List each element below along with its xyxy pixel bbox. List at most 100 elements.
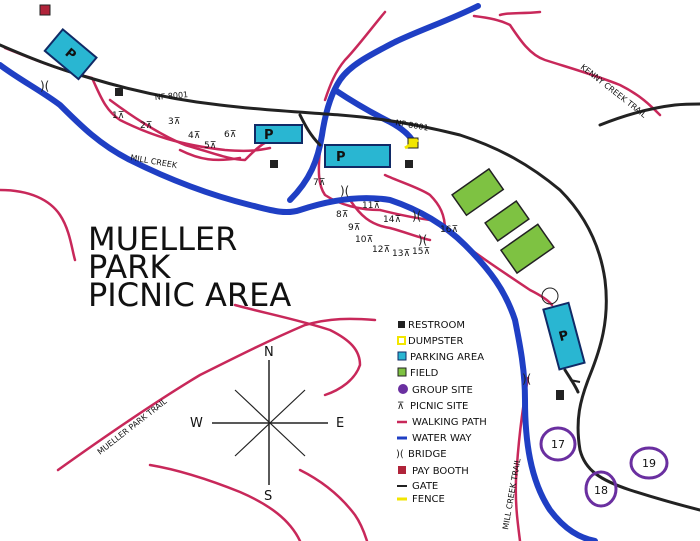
picnic-site-14: 14⊼	[383, 215, 401, 225]
legend-field-label: FIELD	[410, 368, 439, 379]
legend-restroom-label: RESTROOM	[408, 320, 465, 331]
group-site-17	[539, 426, 577, 462]
group-site-18	[584, 470, 618, 508]
field-1	[451, 167, 505, 217]
fence-icon	[404, 138, 419, 150]
picnic-site-11: 11⊼	[362, 201, 380, 211]
legend-parking-icon	[397, 351, 407, 361]
road-spur-north	[598, 102, 700, 127]
legend-picnic-icon: ⊼	[397, 401, 404, 412]
path-picnic-middle-3	[383, 173, 447, 232]
group-sites: 17 18 19	[539, 426, 669, 508]
picnic-site-2: 2⊼	[140, 121, 152, 131]
gate-icon	[569, 379, 581, 383]
bridge-icon: )(	[40, 79, 49, 93]
map-title: MUELLER PARK PICNIC AREA	[88, 220, 291, 314]
legend: RESTROOM DUMPSTER PARKING AREA FIELD GRO…	[396, 320, 487, 505]
compass-w: W	[190, 416, 203, 431]
compass-n: N	[264, 345, 274, 360]
restroom-icon	[405, 160, 413, 168]
legend-field-icon	[397, 367, 407, 377]
legend-picnic-label: PICNIC SITE	[410, 401, 468, 412]
picnic-site-1: 1⊼	[112, 111, 124, 121]
path-picnic-middle-2	[348, 198, 432, 242]
legend-group-site-icon	[398, 384, 408, 394]
picnic-site-8: 8⊼	[336, 210, 348, 220]
legend-group-site-label: GROUP SITE	[412, 385, 473, 396]
picnic-site-10: 10⊼	[355, 235, 373, 245]
field-3	[499, 223, 555, 275]
restroom-icon	[270, 160, 278, 168]
svg-text:P: P	[336, 150, 346, 165]
compass-e: E	[336, 416, 344, 431]
road-main	[0, 43, 700, 512]
svg-text:P: P	[264, 128, 274, 143]
restroom-icon	[115, 88, 123, 96]
legend-gate-label: GATE	[412, 481, 438, 492]
compass-s: S	[264, 489, 272, 504]
pay-booth-icon	[39, 4, 51, 16]
legend-pay-booth-icon	[398, 466, 406, 474]
legend-pay-booth-label: PAY BOOTH	[412, 466, 469, 477]
legend-restroom-icon	[398, 321, 405, 328]
group-site-19	[629, 446, 669, 480]
picnic-site-3: 3⊼	[168, 117, 180, 127]
compass-rose: N S E W	[190, 345, 344, 504]
trail-kenny-upper	[498, 10, 542, 17]
restroom-icon	[556, 390, 564, 400]
title-line-2: PARK	[88, 248, 171, 286]
trail-north-middle	[323, 10, 387, 102]
title-line-3: PICNIC AREA	[88, 276, 291, 314]
bridge-icon: )(	[418, 233, 427, 247]
mueller-trail-label: MUELLER PARK TRAIL	[96, 397, 169, 457]
legend-water-way-label: WATER WAY	[412, 433, 472, 444]
creek-north-branch	[287, 3, 481, 203]
picnic-site-4: 4⊼	[188, 131, 200, 141]
field-2	[484, 200, 530, 242]
parking-lot-4: P	[542, 301, 586, 371]
picnic-site-7: 7⊼	[313, 178, 325, 188]
trail-mueller-park	[56, 317, 377, 472]
amenity-icon	[541, 287, 559, 305]
mill-creek	[0, 62, 598, 541]
parking-lot-1: P	[43, 27, 98, 81]
svg-text:P: P	[557, 328, 570, 345]
picnic-site-5: 5⊼	[204, 141, 216, 151]
picnic-sites: 1⊼ 2⊼ 3⊼ 4⊼ 5⊼ 6⊼ 7⊼ 8⊼ 9⊼ 10⊼ 11⊼ 12⊼ 1…	[112, 111, 458, 259]
legend-bridge-label: BRIDGE	[408, 449, 447, 460]
legend-fence-label: FENCE	[412, 494, 445, 505]
picnic-site-12: 12⊼	[372, 245, 390, 255]
path-picnic-west-2	[178, 148, 242, 162]
road-lot-access	[298, 113, 322, 147]
picnic-site-15: 15⊼	[412, 247, 430, 257]
picnic-site-6: 6⊼	[224, 130, 236, 140]
trail-south-west	[148, 463, 302, 541]
kenny-trail-label: KENNY CREEK TRAIL	[579, 62, 649, 119]
legend-dumpster-label: DUMPSTER	[408, 336, 463, 347]
picnic-site-13: 13⊼	[392, 249, 410, 259]
bridge-icon: )(	[522, 372, 531, 386]
fields	[451, 167, 555, 275]
picnic-site-9: 9⊼	[348, 223, 360, 233]
amenities: )( )( )( )( )(	[39, 4, 581, 400]
legend-parking-label: PARKING AREA	[410, 352, 484, 363]
legend-dumpster-icon	[397, 336, 406, 345]
svg-text:18: 18	[594, 484, 608, 497]
trail-kenny-creek	[472, 14, 662, 117]
path-picnic-west	[108, 98, 272, 162]
parking-lot-2: P	[254, 124, 303, 144]
bridge-icon: )(	[412, 209, 421, 223]
trail-south-west-2	[298, 468, 369, 541]
title-line-1: MUELLER	[88, 220, 237, 258]
legend-bridge-icon: )(	[396, 449, 404, 460]
legend-walking-path-label: WALKING PATH	[412, 417, 487, 428]
bridge-icon: )(	[340, 184, 349, 198]
creek-label: MILL CREEK	[130, 153, 179, 170]
path-picnic-middle	[317, 148, 432, 222]
svg-text:17: 17	[551, 438, 565, 451]
picnic-site-16: 16⊼	[440, 225, 458, 235]
svg-text:19: 19	[642, 457, 656, 470]
parking-lot-3: P	[324, 144, 391, 168]
trail-mueller-upper	[233, 303, 362, 397]
